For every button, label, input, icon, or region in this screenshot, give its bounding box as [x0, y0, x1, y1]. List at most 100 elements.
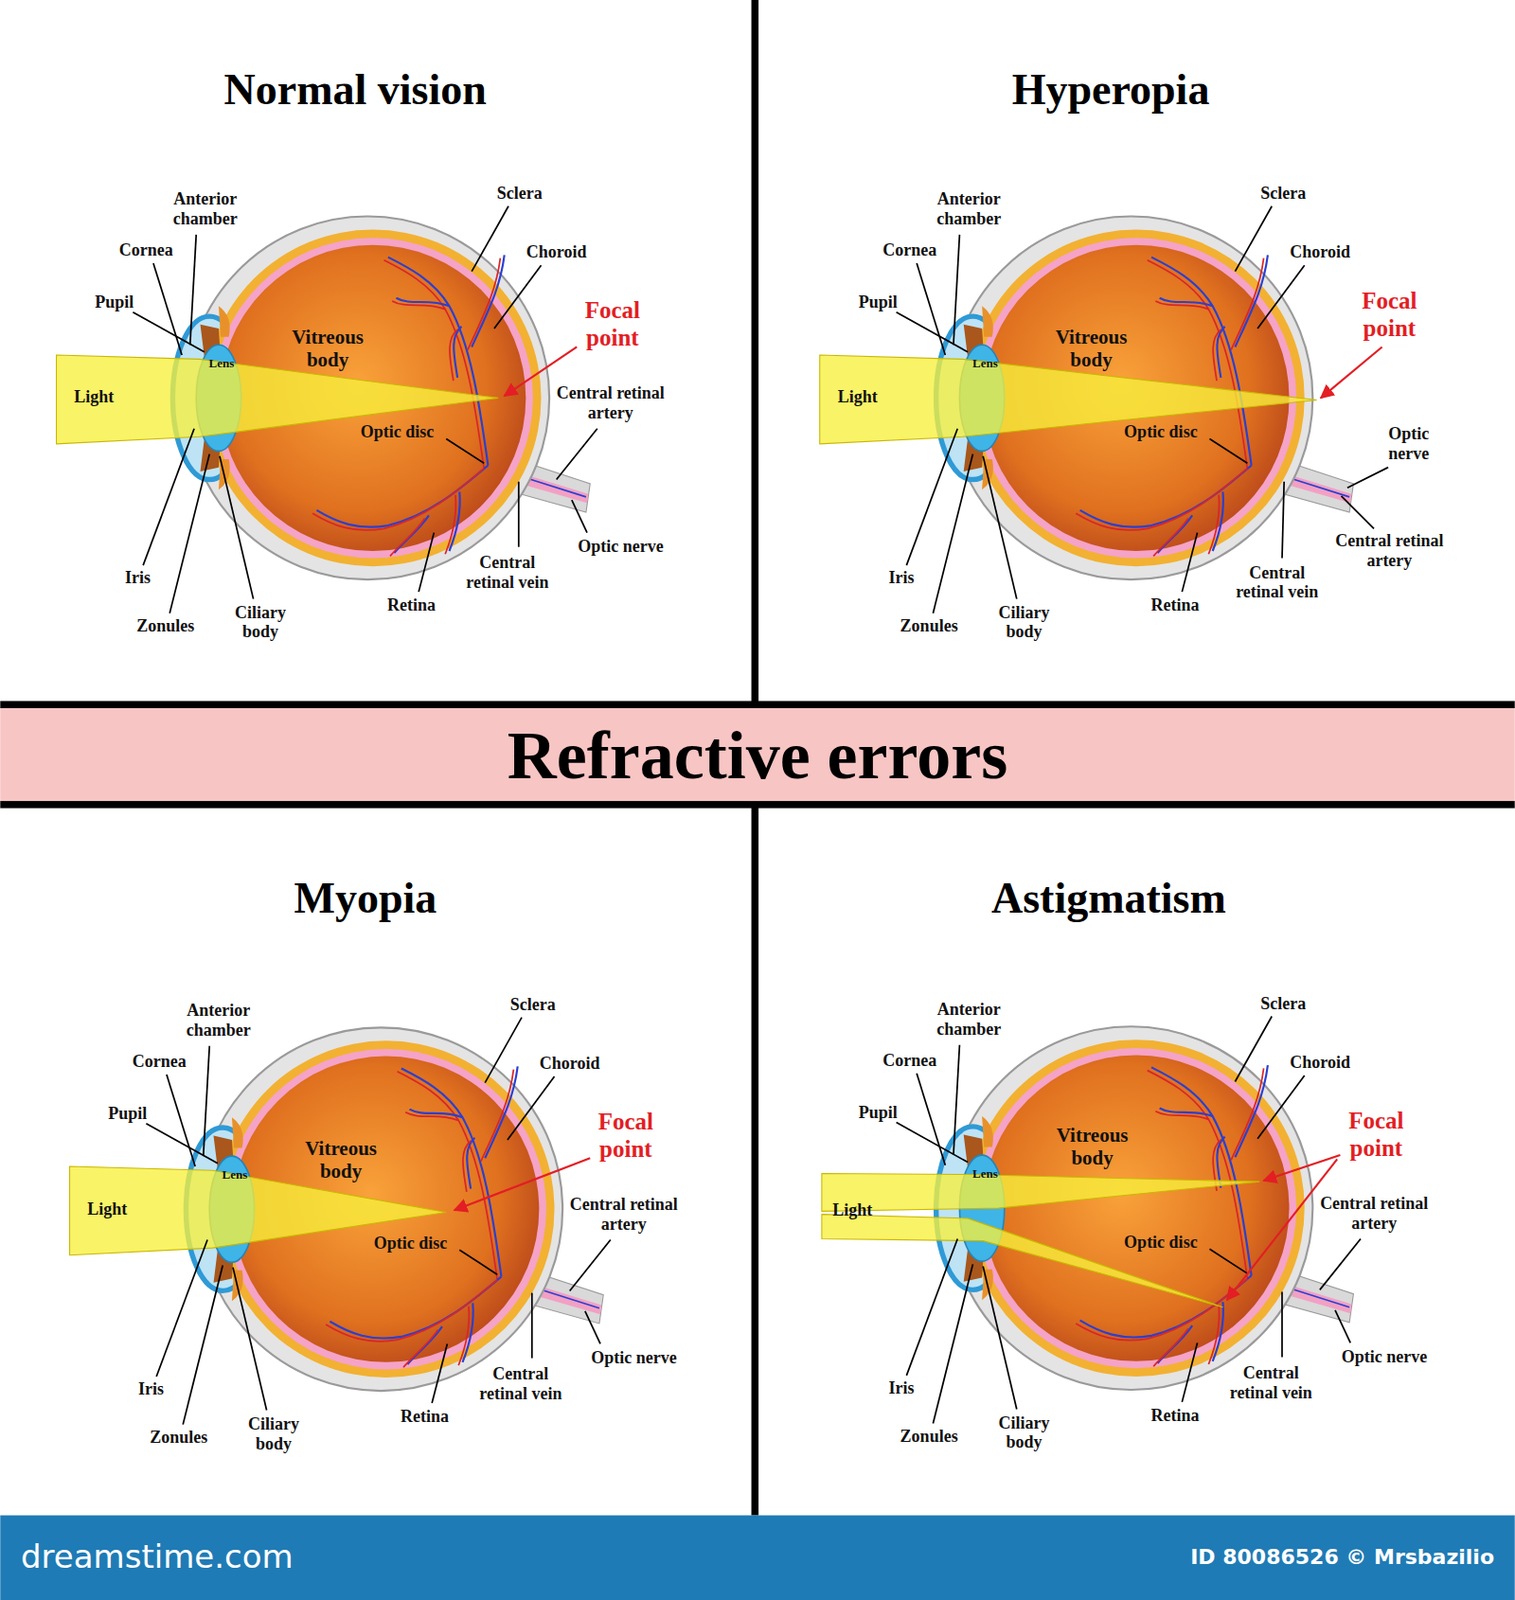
artery — [392, 301, 446, 310]
leader-line — [132, 312, 204, 353]
leader-line — [953, 1045, 960, 1156]
leader-line — [1257, 265, 1305, 329]
leader-line — [182, 1265, 223, 1425]
leader-line — [169, 454, 210, 614]
part-label: Pupil — [858, 292, 898, 313]
part-label: Pupil — [94, 292, 134, 313]
vein — [1216, 1137, 1225, 1189]
leader-line — [145, 1123, 217, 1164]
lens-label: Lens — [972, 1166, 999, 1181]
leader-line — [1257, 1075, 1305, 1140]
part-label: Vitreous body — [293, 1137, 389, 1183]
part-label: Zonules — [136, 616, 195, 637]
part-label: Retina — [1150, 1406, 1199, 1426]
part-label: Anterior chamber — [171, 1000, 267, 1040]
divider — [0, 700, 1515, 709]
leader-line — [1181, 533, 1197, 593]
leader-line — [1281, 1292, 1284, 1358]
divider — [751, 805, 760, 1515]
leader-line — [431, 1343, 447, 1404]
leader-line — [1335, 1310, 1351, 1343]
focal-label: Focal point — [1336, 1107, 1417, 1163]
watermark: ID 80086526 © Mrsbazilio — [1190, 1545, 1495, 1569]
part-label: Retina — [1150, 595, 1199, 616]
part-label: Anterior chamber — [921, 189, 1016, 229]
part-label: Retina — [400, 1407, 449, 1427]
eye-drawing — [821, 1015, 1361, 1424]
part-label: Ciliary body — [988, 1413, 1060, 1453]
artery — [481, 1069, 514, 1162]
vein — [329, 1276, 501, 1338]
artery — [1155, 1111, 1209, 1121]
choroid — [967, 1039, 1305, 1377]
title-band — [0, 708, 1515, 802]
leader-line — [232, 1267, 268, 1411]
sclera — [949, 1026, 1314, 1391]
vein — [1234, 254, 1267, 347]
artery — [1155, 301, 1209, 310]
part-label: Choroid — [1289, 1052, 1351, 1073]
part-label: Cornea — [119, 240, 174, 261]
artery — [1153, 1328, 1189, 1367]
light-beam — [821, 1173, 1260, 1212]
part-label: Central retinal vein — [1218, 1363, 1323, 1403]
artery — [405, 1112, 459, 1122]
part-label: Central retinal artery — [551, 383, 670, 423]
part-label: Ciliary body — [237, 1414, 309, 1454]
leader-line — [190, 234, 197, 345]
ciliary-body — [231, 1117, 244, 1148]
leader-line — [1282, 481, 1284, 559]
vein — [1216, 326, 1225, 378]
focal-label: Focal point — [571, 297, 653, 353]
light-label: Light — [73, 387, 114, 408]
eye-drawing — [56, 206, 598, 614]
part-label: Cornea — [882, 1051, 937, 1071]
panel-title: Myopia — [294, 873, 438, 924]
panel-title: Astigmatism — [991, 873, 1227, 924]
part-label: Central retinal artery — [1315, 1194, 1434, 1233]
leader-line — [219, 456, 254, 600]
artery — [1208, 495, 1219, 555]
part-label: Zonules — [900, 1426, 959, 1447]
artery — [1212, 329, 1221, 381]
part-label: Optic disc — [1123, 1232, 1198, 1253]
leader-line — [531, 1293, 534, 1359]
part-label: Iris — [889, 1378, 915, 1399]
part-label: Optic disc — [1123, 422, 1198, 443]
artery — [390, 518, 426, 557]
part-label: Vitreous body — [280, 325, 375, 372]
part-label: Sclera — [1260, 993, 1306, 1014]
leader-line — [471, 206, 509, 272]
light-label: Light — [832, 1199, 873, 1220]
leader-line — [1341, 496, 1374, 529]
part-label: Anterior chamber — [921, 999, 1016, 1039]
light-beam — [70, 1166, 447, 1256]
light-beam — [819, 355, 1318, 445]
vein — [1080, 464, 1252, 527]
leader-line — [916, 263, 945, 356]
light-label: Light — [837, 387, 878, 408]
panel-title: Hyperopia — [1012, 64, 1211, 115]
part-label: Sclera — [497, 182, 543, 203]
artery — [467, 258, 500, 351]
light-beam — [821, 1214, 1224, 1308]
diagram-title: Refractive errors — [507, 715, 1008, 795]
part-label: Iris — [138, 1379, 164, 1400]
focal-label: Focal point — [585, 1108, 666, 1164]
vein — [1080, 1275, 1252, 1337]
leader-line — [932, 1264, 973, 1424]
footer-bar — [0, 1515, 1515, 1600]
focal-arrow — [1264, 1155, 1341, 1181]
divider — [751, 0, 760, 705]
light-beam — [56, 355, 500, 445]
part-label: Retina — [387, 595, 436, 616]
leader-line — [1209, 1248, 1248, 1274]
part-label: Central retinal artery — [1330, 532, 1449, 571]
leader-line — [1234, 206, 1272, 272]
leader-line — [953, 234, 960, 345]
part-label: Central retinal vein — [455, 552, 560, 592]
part-label: Vitreous body — [1045, 1123, 1141, 1170]
eye-drawing — [819, 206, 1389, 614]
vein — [484, 1066, 517, 1159]
